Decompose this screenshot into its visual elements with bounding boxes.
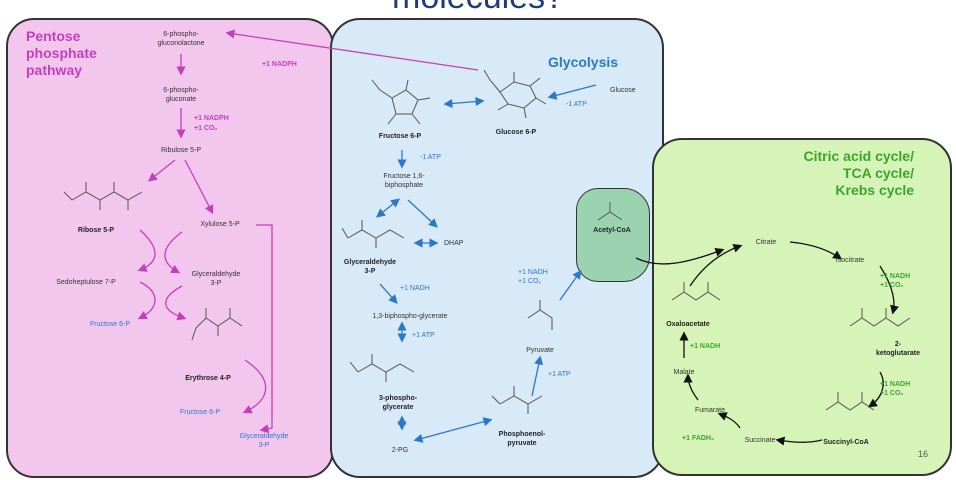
gluconate-label: 6-phospho- gluconate [163,86,198,104]
glycolysis-nadh: +1 NADH [400,285,430,292]
2pg-label: 2-PG [391,447,409,454]
label-line: Phosphoenol- [498,431,546,438]
malate-label: Malate [673,369,695,376]
oxaloacetate-label: Oxaloacetate [666,321,710,328]
label-line: pyruvate [507,440,537,447]
erythrose-label: Erythrose 4-P [185,375,231,382]
label-line: 3-P [210,280,222,287]
molecule-drawings [63,69,911,414]
label-line: 3-P [364,268,376,275]
fructose6p-left-label: Fructose 6-P [89,321,131,328]
gluconolactone-label: 6-phospho- gluconolactone [157,30,204,48]
g3p-label: Glyceraldehyde 3-P [344,258,396,276]
pentose-g3p-label: Glyceraldehyde 3-P [240,432,289,450]
label-line: biphosphate [384,182,424,189]
page-number: 16 [918,449,929,459]
fadh-label: +1 FADH₂ [682,435,715,442]
tca-heading: Citric acid cycle/ TCA cycle/ Krebs cycl… [768,148,914,199]
citrate-label: Citrate [755,239,777,246]
label-line: +1 CO₂ [518,278,542,285]
pep-label: Phosphoenol- pyruvate [499,430,546,448]
label-line: Glyceraldehyde [191,271,241,278]
label-line: Fructose 1,6- [383,173,425,180]
pyruvate-label: Pyruvate [526,347,554,354]
label-line: 6-phospho- [163,87,199,94]
ketoglutarate-label: 2- ketoglutarate [876,340,920,358]
label-line: ketoglutarate [876,350,920,357]
pentose-heading-line: pathway [26,62,83,78]
label-line: Glyceraldehyde [343,259,397,266]
pentose-arrows [137,29,479,434]
pentose-heading-line: Pentose [26,28,81,44]
label-line: 6-phospho- [163,31,199,38]
nadph-label-2: +1 NADPH [194,115,229,122]
label-line: +1 NADH [880,273,911,280]
f16bp-label: Fructose 1,6- biphosphate [383,172,424,190]
glycolysis-nadh-co2: +1 NADH +1 CO₂ [518,268,548,286]
glucose-label: Glucose [610,87,636,94]
label-line: +1 NADH [518,269,548,276]
succinyl-coa-label: Succinyl-CoA [823,439,869,446]
minus-atp-1: -1 ATP [566,101,587,108]
nadph-label-1: +1 NADPH [262,61,297,68]
label-line: 3-phospho- [378,395,418,402]
atp-2: +1 ATP [548,371,571,378]
isocitrate-label: Isocitrate [835,257,865,264]
tca-nadh-co2-1: +1 NADH +1 CO₂ [880,272,910,290]
xylulose-label: Xylulose 5-P [200,221,240,228]
pentose-heading-line: phosphate [26,45,97,61]
fructose6p-label: Fructose 6-P [378,133,422,140]
succinate-label: Succinate [744,437,776,444]
atp-1: +1 ATP [412,332,435,339]
label-line: glycerate [382,404,414,411]
label-line: 2- [894,341,902,348]
label-line: Glyceraldehyde [239,433,289,440]
dhap-label: DHAP [444,240,464,247]
slide-title: molecules? [300,0,656,17]
sedoheptulose-label: Sedoheptulose 7-P [56,279,116,286]
label-line: 3-P [258,442,270,449]
tca-arrows [635,241,899,446]
ribulose-label: Ribulose 5-P [160,147,202,154]
co2-label: +1 CO₂ [194,125,218,132]
minus-atp-2: -1 ATP [420,154,441,161]
ribose-label: Ribose 5-P [77,227,115,234]
acetyl-coa-label: Acetyl-CoA [593,227,631,234]
label-line: gluconate [165,96,197,103]
tca-heading-line: TCA cycle/ [842,165,914,181]
label-line: +1 NADH [880,381,911,388]
glycolysis-arrows [375,84,597,443]
acetyl-coa-bubble [576,188,650,282]
3pg-label: 3-phospho- glycerate [379,394,417,412]
bpg-label: 1,3-biphospho-glycerate [372,313,448,320]
pentose-heading: Pentose phosphate pathway [26,28,97,79]
tca-heading-line: Krebs cycle [835,182,914,198]
fructose6p-bottom-label: Fructose 6-P [179,409,221,416]
label-line: +1 CO₂ [880,282,904,289]
tca-heading-line: Citric acid cycle/ [803,148,914,164]
label-line: gluconolactone [157,40,205,47]
tca-panel [652,138,952,476]
glycolysis-heading: Glycolysis [548,54,619,70]
glucose6p-label: Glucose 6-P [495,129,537,136]
fumarate-label: Fumarate [695,407,725,414]
pentose-glyceraldehyde-label: Glyceraldehyde 3-P [192,270,241,288]
tca-nadh-co2-2: +1 NADH +1 CO₂ [880,380,910,398]
tca-nadh: +1 NADH [690,343,721,350]
label-line: +1 CO₂ [880,390,904,397]
